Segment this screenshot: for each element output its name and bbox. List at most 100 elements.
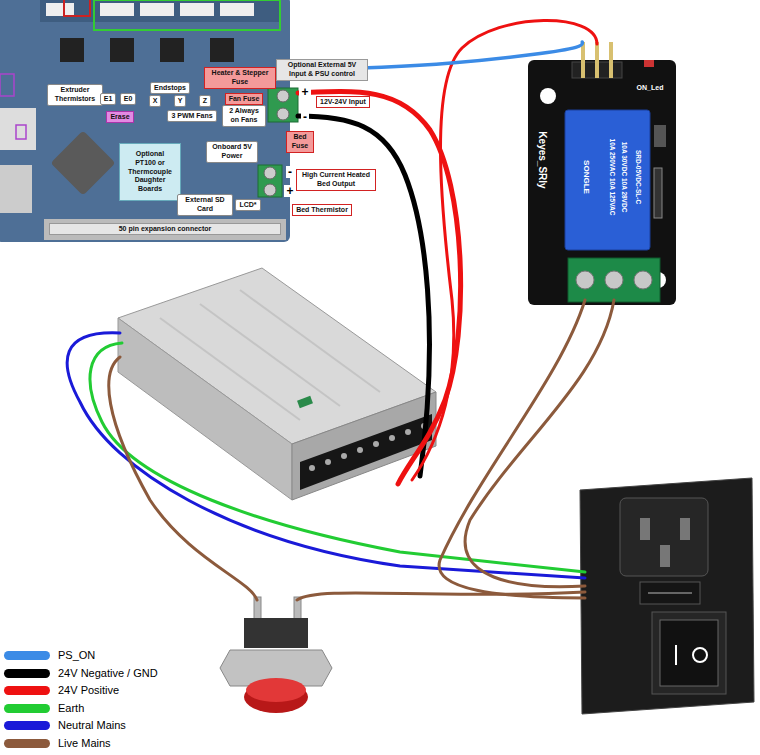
legend-text: Earth: [58, 701, 84, 715]
connector-label: Bed Thermistor: [292, 204, 352, 217]
legend-text: 24V Positive: [58, 683, 119, 697]
duet-board: [220, 3, 254, 16]
relay-module: [634, 271, 652, 289]
relay-module: [595, 42, 599, 78]
terminal-polarity: -: [301, 111, 309, 123]
wires: [465, 300, 614, 587]
power-button: [244, 618, 308, 648]
terminal-polarity: -: [286, 166, 294, 178]
connector-label: 3 PWM Fans: [167, 110, 216, 123]
wires: [67, 20, 614, 600]
connector-label: Y: [174, 95, 187, 108]
node-text: Extruder Thermistors: [51, 86, 99, 104]
expansion-connector: 50 pin expansion connector: [49, 223, 281, 236]
relay-module: [654, 125, 666, 147]
node-text: 3 PWM Fans: [171, 112, 212, 121]
iec-inlet: [648, 592, 692, 594]
iec-inlet: [640, 582, 700, 604]
power-supply: [160, 318, 300, 420]
iec-inlet: [652, 612, 726, 694]
duet-board: [0, 108, 36, 150]
connector-label: 2 Always on Fans: [222, 105, 266, 127]
node-text: Bed Thermistor: [296, 206, 348, 215]
relay-print: Keyes_SRly: [537, 131, 548, 188]
node-text: External SD Card: [181, 196, 229, 214]
duet-board: [277, 90, 289, 102]
relay-print: SONGLE: [582, 160, 591, 194]
node-text: Bed Fuse: [290, 133, 310, 151]
node-text: Heater & Stepper Fuse: [208, 69, 272, 87]
wires: [439, 300, 585, 598]
wires: [412, 20, 597, 480]
iec-inlet: [660, 620, 718, 686]
relay-module: [540, 88, 556, 104]
connector-label: Z: [199, 95, 211, 108]
duet-board: [0, 74, 14, 96]
iec-inlet: [660, 545, 670, 567]
power-button: [220, 597, 332, 713]
duet-board: [16, 125, 26, 139]
relay-module: ON_LedKeyes_SRlySONGLE10A 250VAC 10A 125…: [528, 42, 676, 305]
wires: [67, 333, 585, 578]
node-text: Y: [178, 97, 183, 106]
relay-module: [581, 42, 585, 78]
terminal-polarity: +: [284, 185, 295, 197]
relay-module: [565, 110, 650, 250]
node-text: 2 Always on Fans: [226, 107, 262, 125]
node-text: Optional External 5V Input & PSU control: [280, 61, 364, 79]
power-button: [246, 678, 306, 702]
relay-module: [528, 42, 676, 305]
legend-swatch: [4, 669, 50, 678]
power-supply: [297, 396, 313, 408]
duet-board: [94, 0, 280, 30]
node-text: Erase: [110, 113, 129, 122]
legend-text: Neutral Mains: [58, 718, 126, 732]
wires: [109, 357, 257, 600]
relay-module: [576, 271, 594, 289]
legend-swatch: [4, 704, 50, 713]
node-text: Z: [203, 97, 207, 106]
daughterboard-box: Optional PT100 or Thermcouple Daughter B…: [119, 143, 181, 201]
duet-board: [264, 184, 276, 196]
wires: [298, 92, 461, 484]
power-supply: [325, 459, 331, 465]
node-text: X: [153, 97, 158, 106]
legend-swatch: [4, 686, 50, 695]
wires: [90, 343, 585, 572]
relay-module: [605, 271, 623, 289]
iec-inlet: [675, 645, 677, 665]
node-text: Fan Fuse: [229, 95, 260, 104]
node-text: 12V-24V Input: [320, 98, 366, 107]
relay-module: [654, 168, 662, 218]
power-supply: [373, 441, 379, 447]
connector-label: Extruder Thermistors: [47, 84, 103, 106]
button-label: Erase: [106, 111, 133, 124]
iec-inlet: [580, 478, 754, 714]
power-supply: [341, 453, 347, 459]
duet-board: [46, 3, 74, 16]
connector-label: Endstops: [150, 82, 190, 95]
duet-board: [100, 3, 134, 16]
connector-label: Optional External 5V Input & PSU control: [276, 59, 368, 81]
node-text: 50 pin expansion connector: [53, 225, 277, 234]
regulator-label: Onboard 5V Power: [206, 141, 258, 163]
duet-board: [110, 38, 134, 62]
power-supply: [200, 304, 340, 406]
duet-board: [277, 108, 289, 120]
node-text: Optional PT100 or Thermcouple Daughter B…: [125, 150, 175, 194]
duet-board: [0, 0, 290, 242]
node-text: LCD*: [239, 201, 256, 210]
legend-text: Live Mains: [58, 736, 111, 750]
relay-module: [528, 60, 676, 305]
power-supply: [389, 435, 395, 441]
duet-board: [50, 130, 115, 195]
relay-module: [568, 258, 660, 302]
ps-on-wire: [368, 42, 582, 68]
power-supply: [357, 447, 363, 453]
relay-module: [644, 60, 654, 67]
connector-label: X: [149, 95, 162, 108]
